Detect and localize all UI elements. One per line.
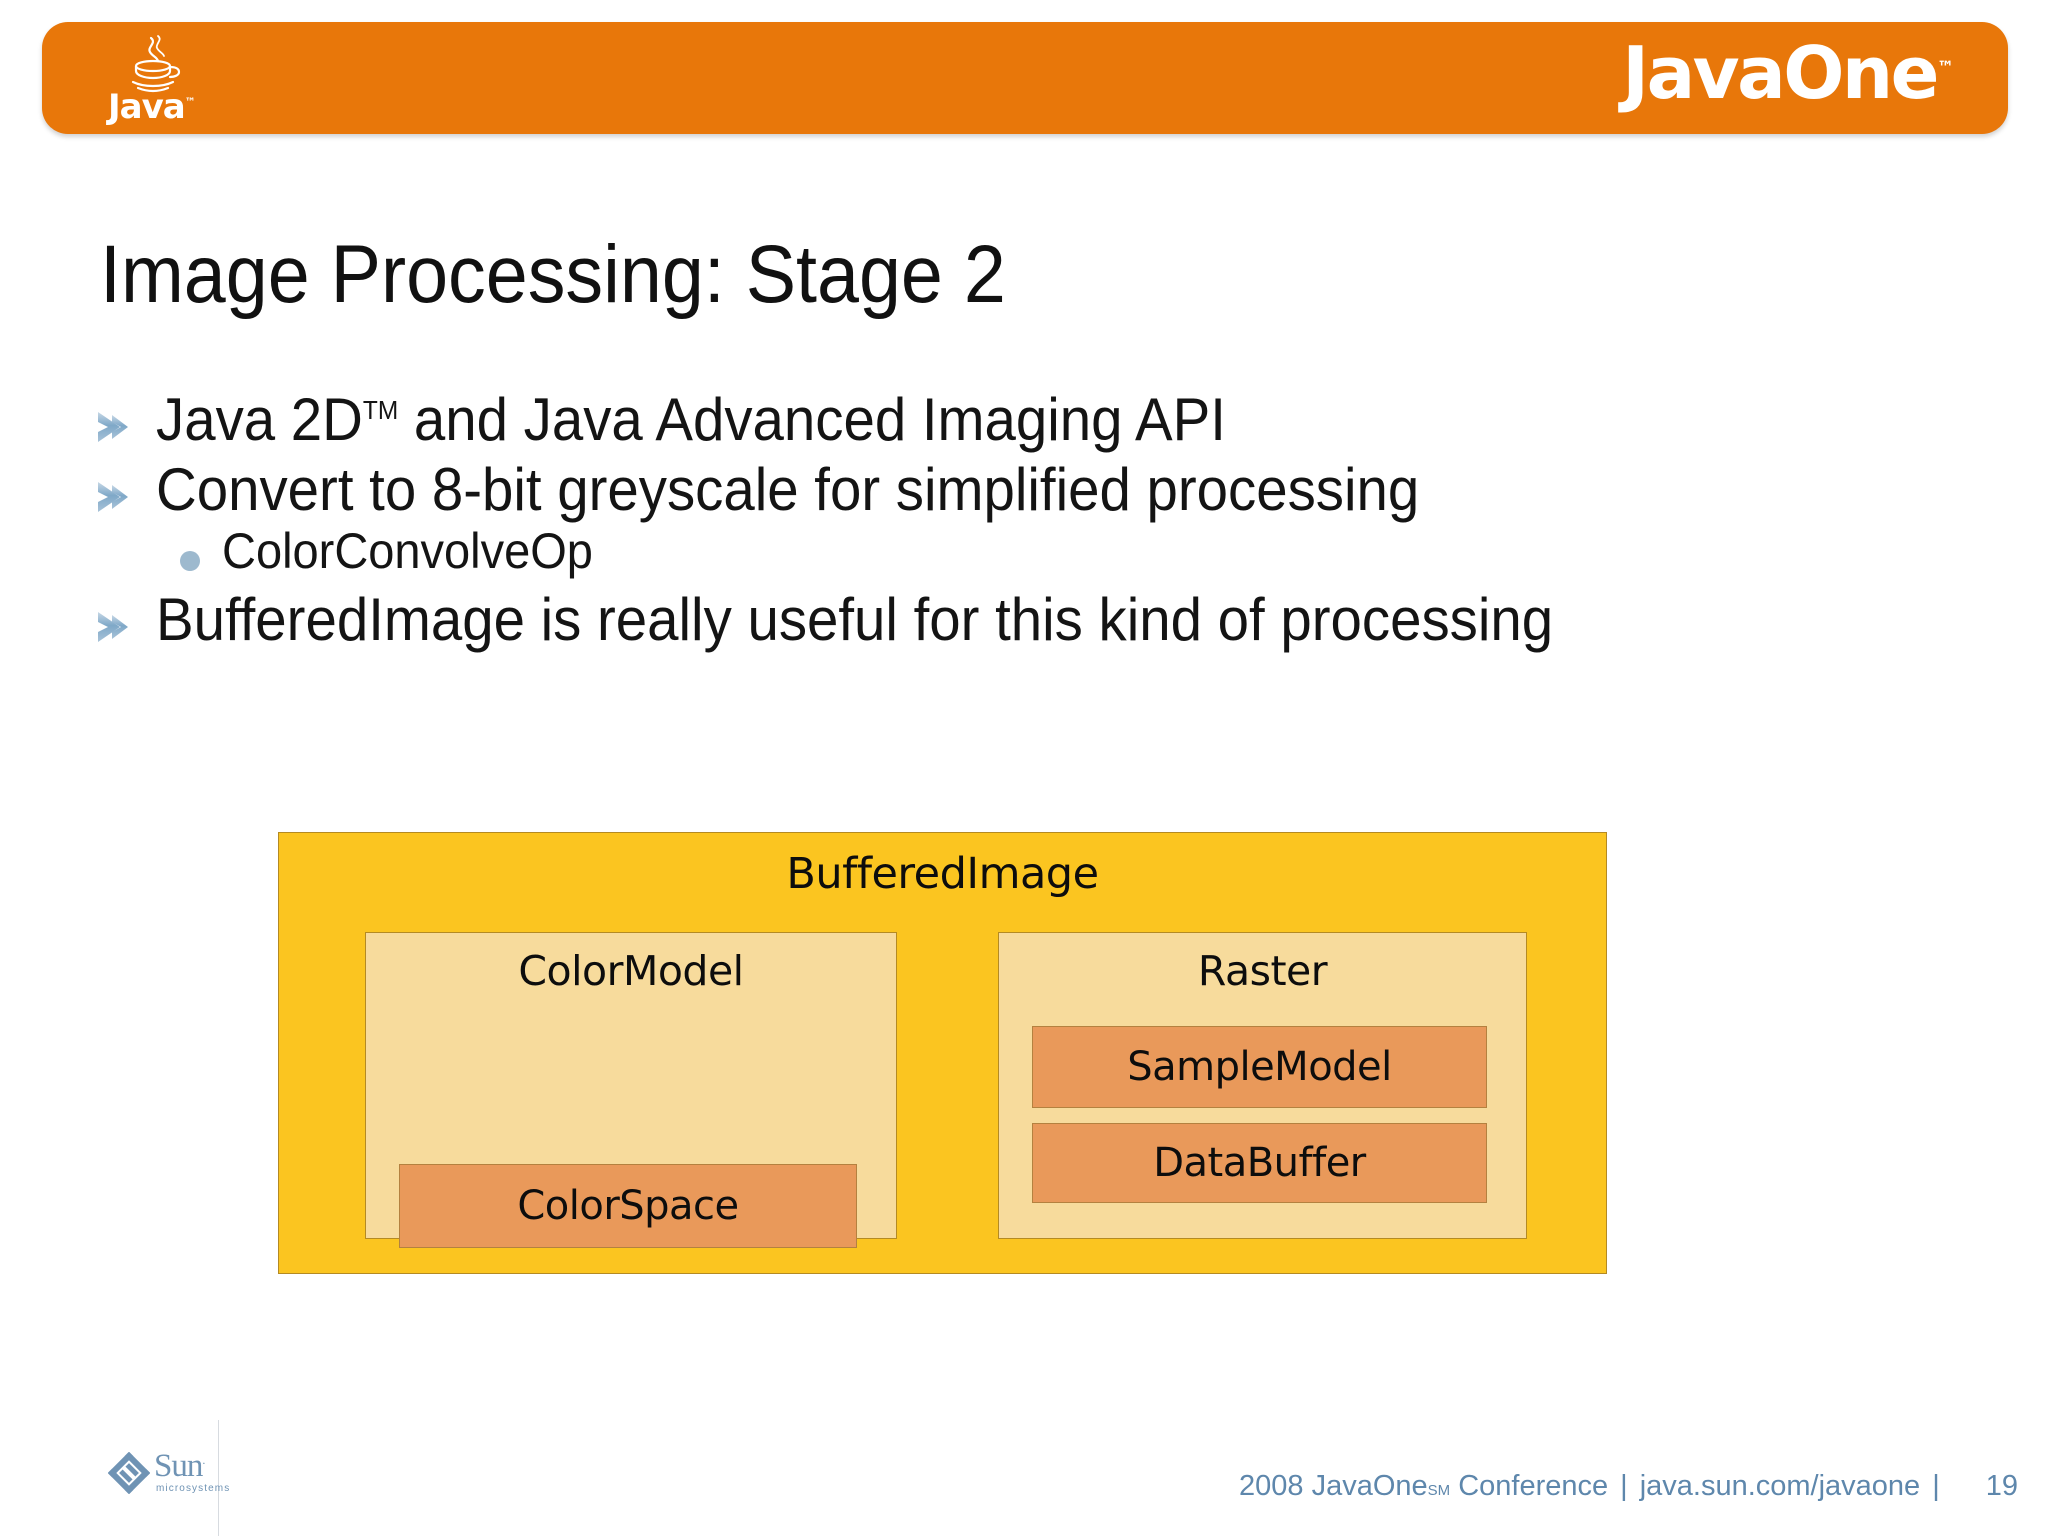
chevron-right-icon — [98, 412, 128, 442]
bullet-text-post: and Java Advanced Imaging API — [398, 386, 1226, 453]
footer-conference-suffix: Conference — [1458, 1470, 1609, 1502]
samplemodel-box: SampleModel — [1032, 1026, 1487, 1108]
bullet-item: Java 2DTM and Java Advanced Imaging API — [94, 388, 1974, 452]
header-bar: Java™ JavaOne™ — [42, 22, 2008, 134]
sun-trademark: . — [202, 1453, 205, 1467]
databuffer-box: DataBuffer — [1032, 1123, 1487, 1203]
colormodel-label: ColorModel — [518, 947, 744, 995]
chevron-right-icon — [98, 612, 128, 643]
bullet-list: Java 2DTM and Java Advanced Imaging API … — [94, 388, 1974, 658]
chevron-right-icon — [98, 481, 128, 512]
footer-pipe-1: | — [1620, 1470, 1628, 1502]
sun-wordmark-text: Sun — [154, 1448, 203, 1484]
javaone-logo-text: JavaOne — [1622, 31, 1939, 115]
colorspace-label: ColorSpace — [517, 1183, 739, 1229]
bullet-text: Java 2DTM and Java Advanced Imaging API — [156, 388, 1226, 452]
footer-url[interactable]: java.sun.com/javaone — [1639, 1470, 1921, 1502]
raster-label: Raster — [1197, 947, 1328, 995]
sub-bullet-item: ColorConvolveOp — [180, 525, 1974, 578]
sun-wordmark: Sun. — [154, 1448, 205, 1484]
databuffer-label: DataBuffer — [1153, 1140, 1366, 1186]
bullet-text-pre: Java 2D — [156, 386, 363, 453]
java-cup-icon — [131, 35, 181, 93]
bufferedimage-diagram: BufferedImage ColorModel ColorSpace Rast… — [278, 832, 1607, 1274]
samplemodel-label: SampleModel — [1127, 1044, 1392, 1090]
bullet-item: BufferedImage is really useful for this … — [94, 588, 1974, 652]
java-wordmark-text: Java — [108, 87, 186, 127]
page-title: Image Processing: Stage 2 — [100, 229, 1006, 320]
java-trademark: ™ — [184, 95, 196, 109]
footer-pipe-2: | — [1932, 1470, 1940, 1502]
javaone-logo: JavaOne™ — [1622, 35, 1954, 112]
footer-page-number: 19 — [1985, 1470, 2018, 1502]
footer-conference-name: JavaOne — [1311, 1470, 1428, 1502]
diagram-outer-label: BufferedImage — [786, 849, 1099, 899]
sub-bullet-text: ColorConvolveOp — [222, 523, 593, 580]
sun-microsystems-logo: Sun. microsystems — [108, 1448, 229, 1504]
dot-icon — [180, 551, 200, 572]
java-logo: Java™ — [100, 32, 210, 128]
footer-year: 2008 — [1238, 1470, 1304, 1502]
colorspace-box: ColorSpace — [399, 1164, 857, 1248]
footer-divider — [218, 1420, 219, 1536]
raster-box: Raster SampleModel DataBuffer — [998, 932, 1527, 1239]
sun-diamond-icon — [108, 1452, 150, 1494]
sun-subtext: microsystems — [156, 1483, 231, 1494]
bullet-item: Convert to 8-bit greyscale for simplifie… — [94, 455, 1974, 523]
bullet-text: BufferedImage is really useful for this … — [156, 586, 1554, 654]
java-wordmark: Java™ — [108, 87, 196, 127]
trademark-sup: TM — [362, 395, 399, 425]
javaone-trademark: ™ — [1937, 58, 1954, 78]
bullet-text: Convert to 8-bit greyscale for simplifie… — [156, 455, 1420, 523]
colormodel-box: ColorModel ColorSpace — [365, 932, 897, 1248]
footer-sm-mark: SM — [1427, 1482, 1451, 1499]
